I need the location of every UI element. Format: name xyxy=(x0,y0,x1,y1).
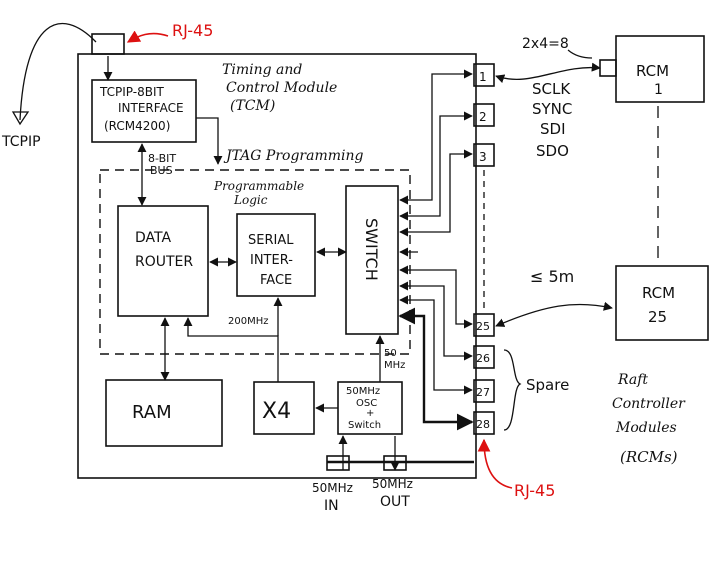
ram-box xyxy=(105,379,223,447)
tcm-title-1: Timing and xyxy=(222,62,302,78)
jtag-label: JTAG Programming xyxy=(223,148,364,164)
rcm25-label-1: RCM xyxy=(642,284,675,302)
port-1-box xyxy=(473,63,495,87)
signal-sclk: SCLK xyxy=(532,80,571,98)
mhz-out-label-2: OUT xyxy=(380,494,410,510)
signal-sdi: SDI xyxy=(540,120,566,138)
raft-label-3: Modules xyxy=(615,420,677,436)
tcpip-cable xyxy=(19,23,97,121)
tcpip-interface-line1: TCPIP-8BIT xyxy=(99,85,164,99)
switch-label: SWITCH xyxy=(362,218,381,281)
bus-label-1: 8-BIT xyxy=(148,152,176,165)
rcm1-connector xyxy=(599,59,617,77)
raft-label-1: Raft xyxy=(617,372,648,388)
clock-200mhz-to-router xyxy=(183,317,279,382)
port-28-label: 28 xyxy=(476,418,490,431)
mhz-out-label-1: 50MHz xyxy=(372,477,413,491)
serial-line1: SERIAL xyxy=(248,233,294,248)
programmable-logic-box xyxy=(99,169,411,355)
prog-logic-label-2: Logic xyxy=(233,193,268,207)
clock-200mhz-label: 200MHz xyxy=(228,316,268,327)
osc-line3: + xyxy=(366,408,374,419)
switch-port-wiring xyxy=(398,69,474,431)
mhz-in-label-2: IN xyxy=(324,498,339,514)
rcm1-box xyxy=(615,35,705,103)
spare-brace xyxy=(503,349,522,431)
port-27-box xyxy=(473,379,495,403)
raft-label-4: (RCMs) xyxy=(620,448,678,466)
osc-line2: OSC xyxy=(356,398,377,409)
data-router-line1: DATA xyxy=(135,230,171,246)
raft-label-2: Controller xyxy=(612,396,686,412)
port-28-box xyxy=(473,411,495,435)
mhz-in-label-1: 50MHz xyxy=(312,481,353,495)
port-25-label: 25 xyxy=(476,320,490,333)
port-26-box xyxy=(473,345,495,369)
osc-line4: Switch xyxy=(348,420,381,431)
cable-count-pointer xyxy=(567,49,593,59)
tcm-title-3: (TCM) xyxy=(230,98,275,114)
tcm-outer-box xyxy=(77,53,477,479)
port-connector-group: 1 2 3 25 26 27 28 xyxy=(473,63,495,435)
x4-label: X4 xyxy=(262,399,291,424)
rcm1-label-2: 1 xyxy=(654,82,663,98)
port-2-box xyxy=(473,103,495,127)
osc-line1: 50MHz xyxy=(346,386,380,397)
clock-50mhz-label-1: 50 xyxy=(384,348,397,359)
switch-box xyxy=(345,185,399,335)
tcm-title-2: Control Module xyxy=(226,80,337,96)
port-25-box xyxy=(473,313,495,337)
spare-label: Spare xyxy=(526,376,569,394)
rj45-top-label: RJ-45 xyxy=(172,21,213,40)
rj45-bottom-pointer xyxy=(477,438,513,489)
port-26-label: 26 xyxy=(476,352,490,365)
port-27-label: 27 xyxy=(476,386,490,399)
serial-line2: INTER- xyxy=(250,253,293,268)
prog-logic-label-1: Programmable xyxy=(213,179,304,193)
port-1-label: 1 xyxy=(479,70,487,84)
tcpip-interface-box xyxy=(91,79,197,143)
signal-sync: SYNC xyxy=(532,100,572,118)
signal-sdo: SDO xyxy=(536,142,569,160)
port-3-label: 3 xyxy=(479,150,487,164)
tcpip-interface-line3: (RCM4200) xyxy=(104,119,170,133)
data-router-box xyxy=(117,205,209,317)
rcm1-label-1: RCM xyxy=(636,62,669,80)
x4-multiplier-box xyxy=(253,381,315,435)
tcpip-label: TCPIP xyxy=(1,134,41,150)
rcm25-box xyxy=(615,265,709,341)
ram-label: RAM xyxy=(132,402,172,423)
rcm1-cable-arrow xyxy=(495,62,601,84)
port-2-label: 2 xyxy=(479,110,487,124)
port-3-box xyxy=(473,143,495,167)
serial-interface-box xyxy=(236,213,316,297)
cable-count-label: 2x4=8 xyxy=(522,36,569,52)
rcm25-cable-arrow xyxy=(495,301,613,327)
clock-50mhz-label-2: MHz xyxy=(384,360,405,371)
rj45-bottom-label: RJ-45 xyxy=(514,481,555,500)
data-router-line2: ROUTER xyxy=(135,254,193,270)
rj45-top-pointer xyxy=(126,30,169,43)
rcm25-label-2: 25 xyxy=(648,308,667,326)
cable-end-icon xyxy=(11,111,30,126)
jtag-arrow xyxy=(196,117,223,165)
serial-line3: FACE xyxy=(260,273,292,288)
tcpip-interface-line2: INTERFACE xyxy=(118,101,184,115)
distance-label: ≤ 5m xyxy=(530,267,574,286)
rj45-connector-top xyxy=(91,33,125,55)
